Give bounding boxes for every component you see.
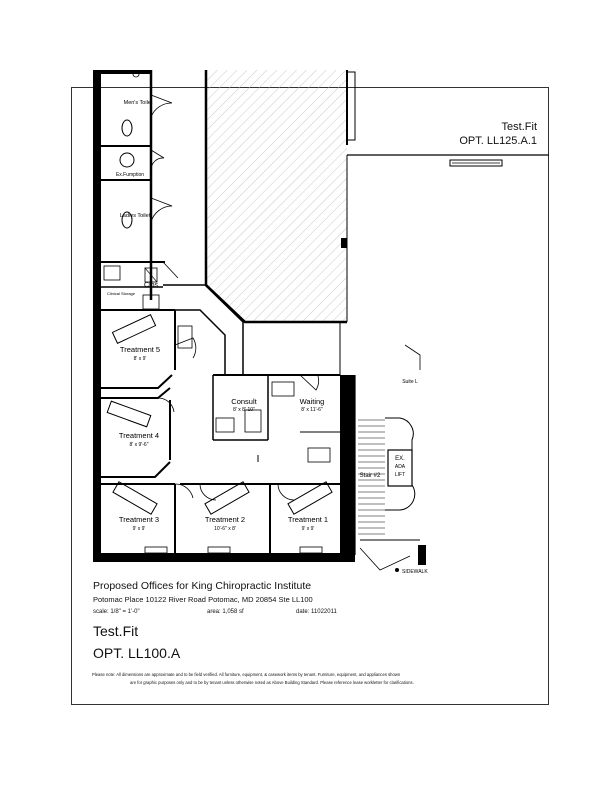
room-label: Ladies Toilet	[120, 213, 151, 219]
project-address: Potomac Place 10122 River Road Potomac, …	[93, 595, 313, 604]
treatment4-wall-top	[101, 387, 171, 399]
sink-counter-icon	[207, 546, 231, 554]
exterior-wall-left	[93, 70, 101, 562]
door-swing-icon	[174, 337, 197, 359]
exterior-wall-bottom	[93, 553, 355, 562]
fixture-icon	[132, 70, 140, 78]
disclaimer-line-1: Please note: All dimensions are approxim…	[92, 672, 401, 677]
option-label-code: OPT. LL125.A.1	[459, 135, 537, 147]
treatment4-wall-bottom	[101, 461, 171, 478]
treatment-table-icon	[204, 481, 250, 515]
hatched-area-wall	[204, 70, 347, 324]
room-label: Clos	[144, 282, 159, 289]
room-label: EX.	[395, 456, 405, 462]
door-swing-icon	[174, 483, 194, 499]
water-fountain-icon	[119, 152, 135, 168]
room-label: LIFT	[395, 472, 405, 478]
treatment-table-icon	[287, 481, 333, 515]
corridor-wall-upper	[163, 284, 244, 375]
hatched-tenant-area	[206, 70, 347, 322]
date-note: date: 11022011	[296, 609, 337, 615]
room-label: Consult	[231, 397, 257, 406]
room-size: 8' x 8'-10"	[233, 407, 255, 413]
option-heading: OPT. LL100.A	[93, 645, 181, 661]
desk-icon	[215, 417, 235, 433]
treatment5-wall-bottom	[101, 374, 173, 389]
sink-counter-icon	[299, 546, 323, 554]
room-size: 8' x 9'-6"	[130, 442, 149, 448]
room-label: Treatment 3	[119, 515, 159, 524]
room-size: 9' x 9'	[302, 526, 315, 532]
column	[341, 238, 347, 248]
option-label-testfit: Test.Fit	[501, 121, 537, 133]
exterior-wall-right	[340, 375, 355, 562]
window-mullion	[346, 71, 356, 141]
stair-treads	[358, 419, 385, 535]
door-swing-icon	[150, 149, 165, 171]
testfit-heading: Test.Fit	[93, 623, 139, 639]
reception-desk-icon	[307, 447, 331, 463]
door-swing-icon	[150, 197, 173, 223]
sink-icon-line	[144, 267, 158, 283]
north-arrow-icon	[395, 568, 399, 572]
room-label: Treatment 1	[288, 515, 328, 524]
room-label: Waiting	[300, 397, 325, 406]
treatment-table-icon	[111, 314, 157, 344]
door-swing-icon	[162, 261, 179, 279]
project-title: Proposed Offices for King Chiropractic I…	[93, 580, 312, 592]
door-swing-icon	[277, 483, 295, 501]
toilet-fixture-icon	[121, 119, 133, 137]
room-label: Clinical Storage	[107, 291, 136, 296]
suite-edge	[404, 344, 421, 370]
room-size: 9' x 9'	[133, 526, 146, 532]
room-label: Treatment 4	[119, 431, 159, 440]
disclaimer-line-2: are for graphic purposes only and to be …	[130, 680, 414, 685]
door-swing-icon	[199, 483, 217, 501]
room-label: Stair #2	[360, 473, 381, 479]
column-base	[418, 545, 426, 565]
sink-icon	[103, 265, 121, 281]
toilet-fixture-icon	[121, 211, 133, 229]
door-swing-icon	[150, 94, 173, 118]
room-size: 8' x 11'-6"	[301, 407, 323, 413]
area-note: area: 1,058 sf	[207, 609, 244, 615]
room-label: ADA	[395, 464, 406, 470]
corridor-wall-lower	[163, 309, 226, 375]
ada-lift-box	[387, 449, 413, 487]
treatment-table-icon	[112, 481, 158, 515]
scale-note: scale: 1/8" = 1'-0"	[93, 609, 140, 615]
room-label: Treatment 2	[205, 515, 245, 524]
sink-icon	[144, 267, 158, 283]
room-label: Ex.Fumption	[116, 172, 144, 178]
room-label: Suite L	[402, 379, 418, 385]
window-strip	[449, 159, 503, 167]
room-label: SIDEWALK	[402, 569, 428, 575]
room-label: Treatment 5	[120, 345, 160, 354]
room-size: 10'-6" x 8'	[214, 526, 236, 532]
door-swing-icon	[299, 374, 319, 391]
door-swing-icon	[157, 397, 175, 413]
treatment-table-icon	[106, 400, 152, 428]
toilet-block-top	[101, 70, 151, 74]
chair-icon	[244, 409, 262, 433]
sink-counter-icon	[144, 546, 168, 554]
room-label: Men's Toilet	[124, 100, 153, 106]
sofa-icon	[271, 381, 295, 397]
cabinet-icon	[177, 325, 193, 349]
sidewalk-curve	[359, 547, 411, 571]
room-size: 8' x 9'	[134, 356, 147, 362]
